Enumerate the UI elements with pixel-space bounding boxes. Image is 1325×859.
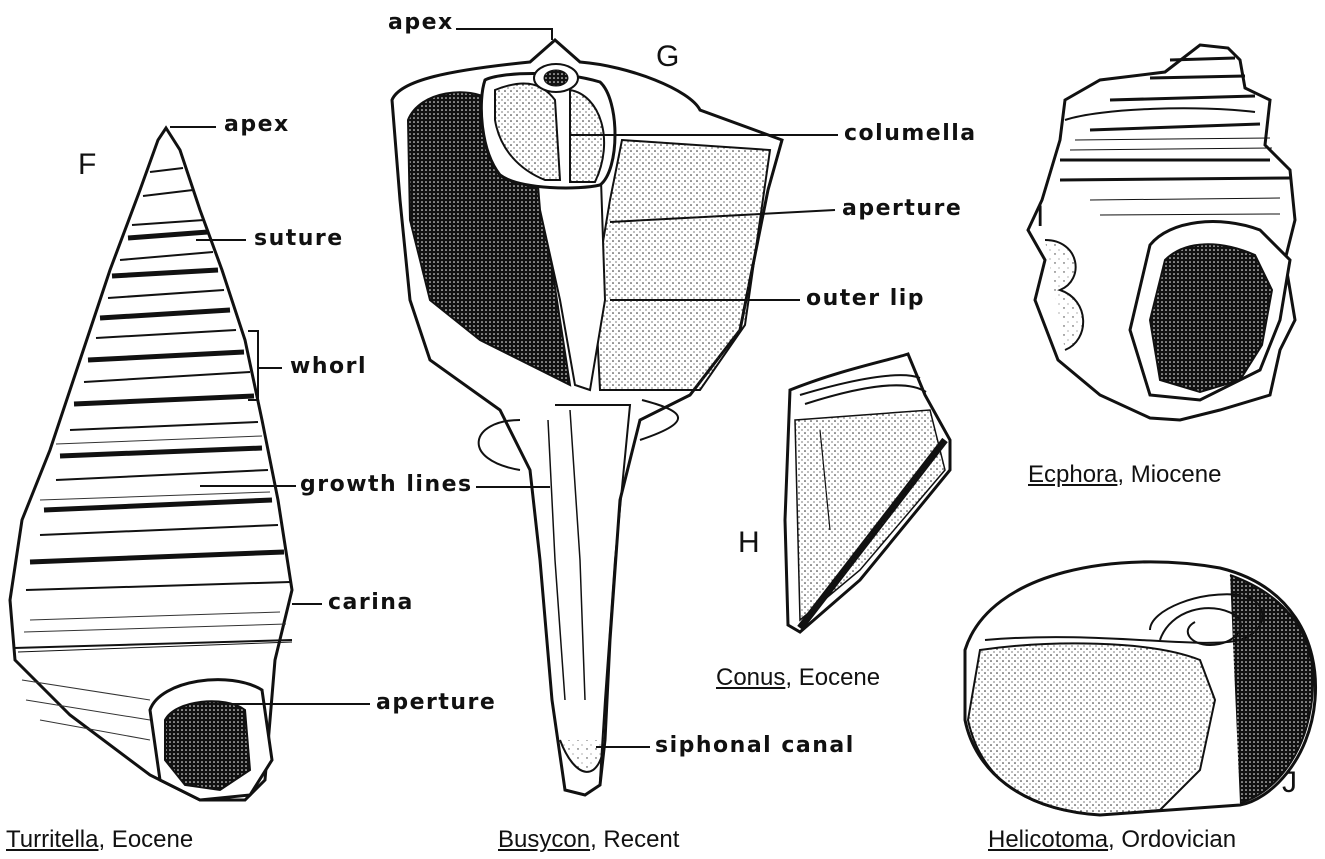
caption-busycon-genus: Busycon [498, 826, 590, 853]
conus-shell [785, 354, 950, 632]
ecphora-shell [1028, 45, 1295, 420]
caption-helicotoma-age: , Ordovician [1108, 826, 1236, 853]
caption-ecphora: Ecphora, Miocene [1028, 463, 1221, 487]
caption-conus-genus: Conus [716, 664, 785, 691]
label-turritella-growth-lines: growth lines [300, 474, 473, 496]
label-turritella-suture: suture [254, 228, 344, 250]
caption-turritella-age: , Eocene [98, 826, 193, 853]
caption-turritella: Turritella, Eocene [6, 828, 193, 852]
label-turritella-apex: apex [224, 114, 290, 136]
figure-letter-j: J [1282, 768, 1297, 798]
label-turritella-aperture: aperture [376, 692, 496, 714]
helicotoma-shell [965, 562, 1316, 815]
caption-turritella-genus: Turritella [6, 826, 98, 853]
label-busycon-columella: columella [844, 123, 977, 145]
caption-busycon: Busycon, Recent [498, 828, 679, 852]
label-busycon-apex: apex [388, 12, 454, 34]
label-turritella-carina: carina [328, 592, 414, 614]
label-turritella-whorl: whorl [290, 356, 367, 378]
caption-conus-age: , Eocene [785, 664, 880, 691]
caption-busycon-age: , Recent [590, 826, 679, 853]
label-busycon-siphonal-canal: siphonal canal [655, 735, 855, 757]
caption-helicotoma-genus: Helicotoma [988, 826, 1108, 853]
figure-letter-g: G [656, 42, 679, 72]
turritella-shell [10, 128, 292, 800]
caption-conus: Conus, Eocene [716, 666, 880, 690]
figure-letter-h: H [738, 528, 760, 558]
caption-ecphora-genus: Ecphora [1028, 461, 1117, 488]
label-busycon-aperture: aperture [842, 198, 962, 220]
caption-helicotoma: Helicotoma, Ordovician [988, 828, 1236, 852]
figure-letter-f: F [78, 150, 96, 180]
label-busycon-outer-lip: outer lip [806, 288, 925, 310]
figure-letter-i: I [1036, 202, 1044, 232]
caption-ecphora-age: , Miocene [1117, 461, 1221, 488]
